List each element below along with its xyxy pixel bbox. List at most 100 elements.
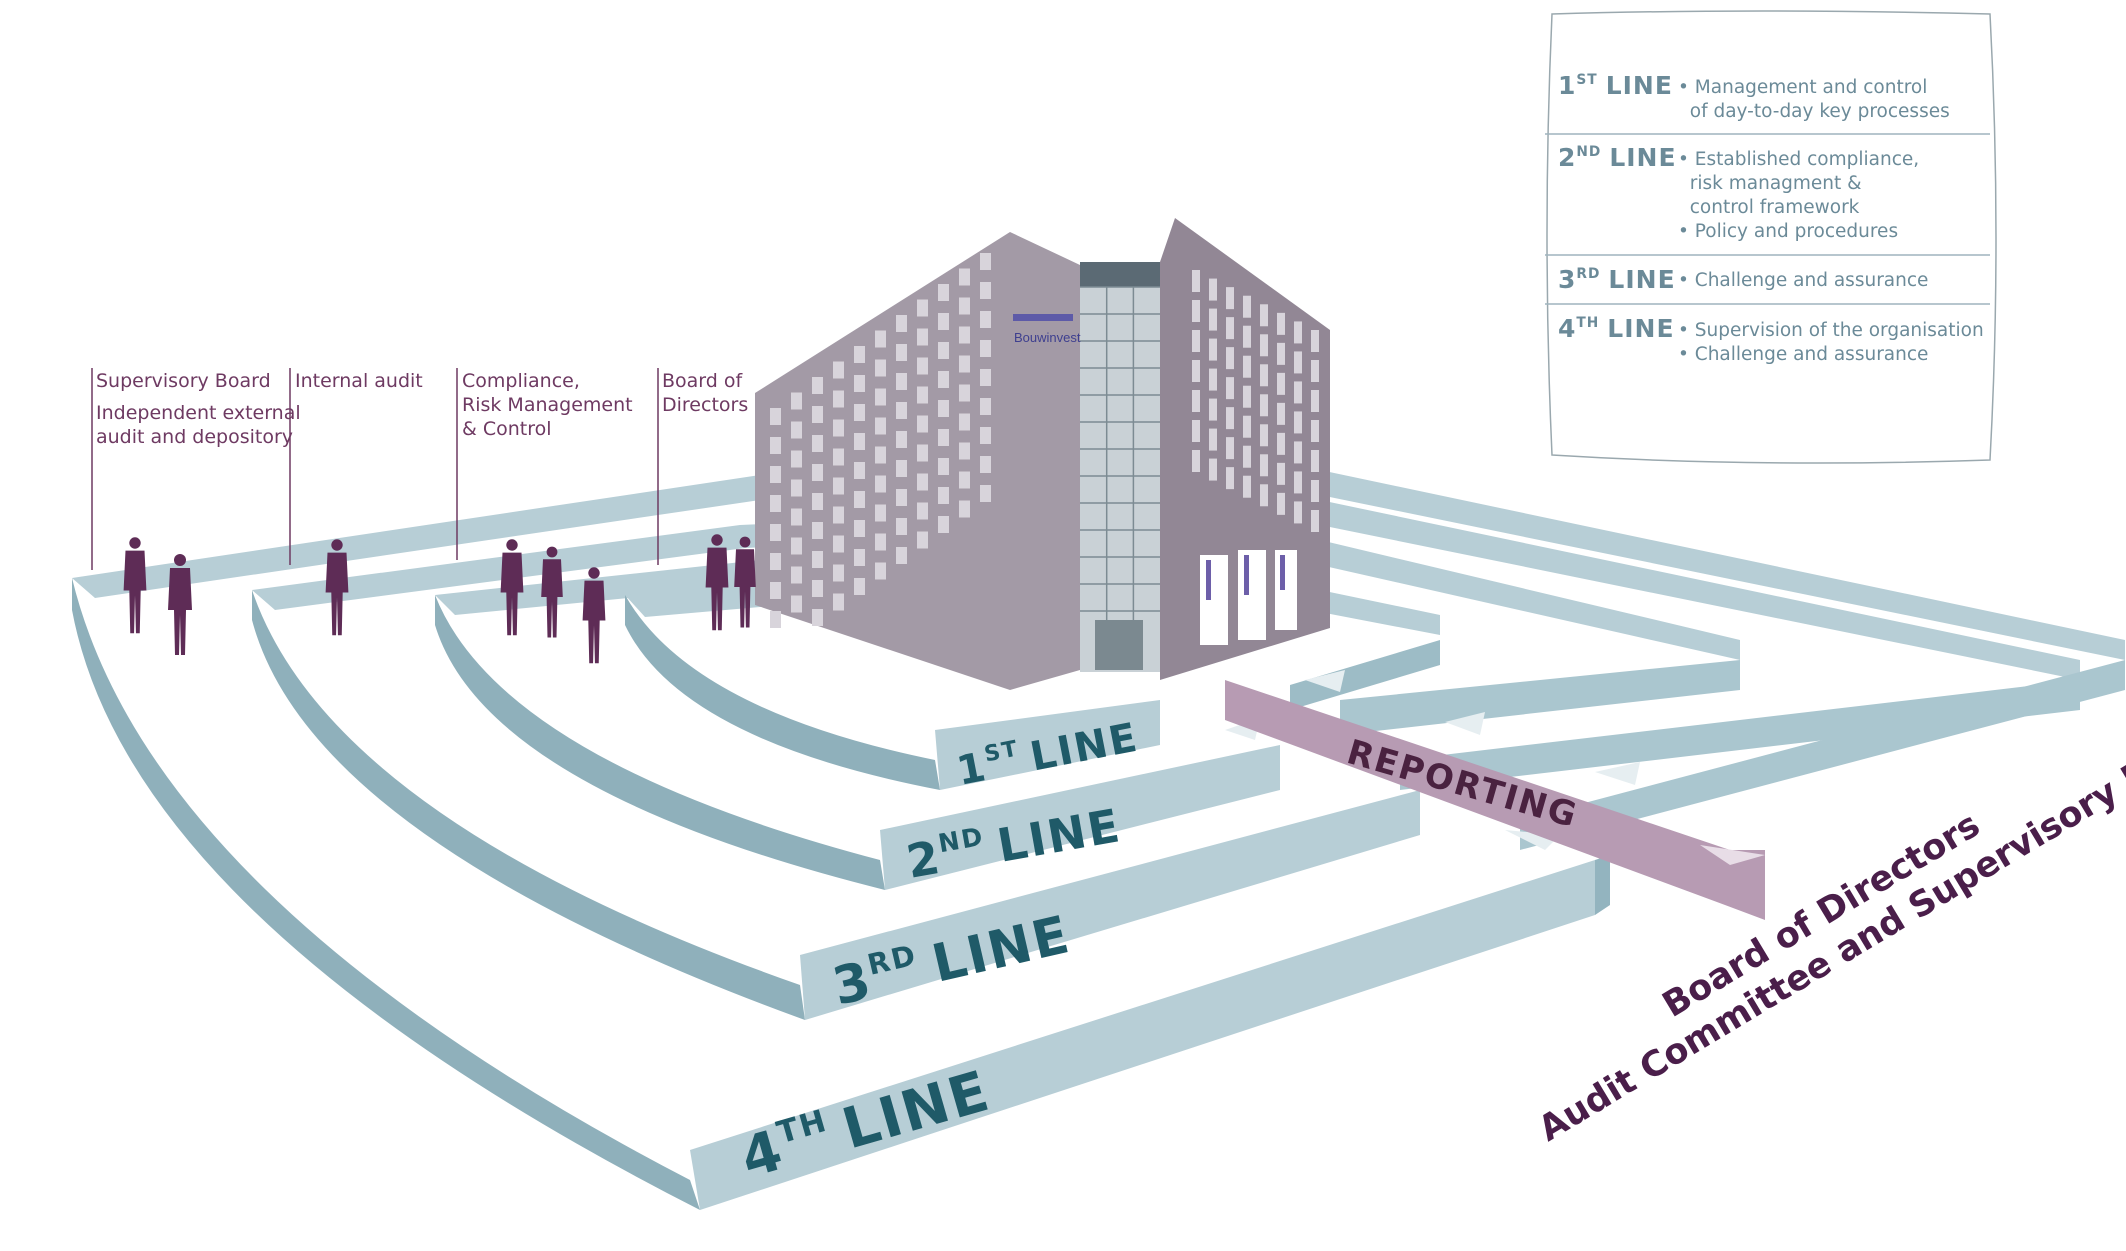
window <box>1209 338 1217 361</box>
window <box>917 473 928 491</box>
window <box>896 402 907 419</box>
stakeholder-labels: Supervisory Board Independent external a… <box>91 368 748 570</box>
window <box>917 502 928 520</box>
window <box>833 477 844 495</box>
window <box>1243 475 1251 498</box>
glass-tower-grid <box>1080 286 1160 620</box>
window <box>812 609 823 626</box>
window <box>770 408 781 425</box>
window <box>1311 510 1319 532</box>
person-silhouette <box>582 567 606 664</box>
label-board-of-directors: Board of Directors <box>662 370 748 416</box>
window <box>917 357 928 375</box>
window <box>1192 330 1200 352</box>
window <box>1192 360 1200 382</box>
window <box>938 400 949 417</box>
label-internal-audit: Internal audit <box>295 370 423 392</box>
window <box>1311 330 1319 352</box>
window <box>833 506 844 524</box>
window <box>980 427 991 444</box>
window <box>980 282 991 299</box>
window <box>980 456 991 473</box>
window <box>770 553 781 570</box>
window <box>959 326 970 344</box>
wall-2nd-line-bottom-face <box>880 745 1280 890</box>
window <box>1243 445 1251 468</box>
window <box>833 390 844 408</box>
legend-text-1st: • Management and control of day-to-day k… <box>1678 77 1950 122</box>
label-compliance: Compliance, Risk Management & Control <box>462 370 639 440</box>
window <box>938 342 949 359</box>
window <box>1311 360 1319 382</box>
window <box>1294 501 1302 524</box>
window <box>896 460 907 477</box>
window <box>1277 462 1285 485</box>
window <box>812 464 823 481</box>
window <box>980 340 991 357</box>
window <box>854 462 865 479</box>
legend-text-2nd: • Established compliance, risk managment… <box>1678 149 1919 242</box>
window <box>833 593 844 611</box>
window <box>959 471 970 489</box>
window <box>896 315 907 332</box>
window <box>896 489 907 506</box>
window <box>1243 355 1251 378</box>
window <box>1209 398 1217 421</box>
window <box>1192 450 1200 472</box>
window <box>1209 308 1217 331</box>
window <box>1294 471 1302 494</box>
window <box>875 446 886 464</box>
window <box>980 253 991 270</box>
window <box>1226 467 1234 490</box>
window <box>1294 321 1302 344</box>
windows-left-face <box>770 253 991 628</box>
window <box>1311 390 1319 412</box>
window <box>959 500 970 518</box>
window <box>791 537 802 555</box>
wall-3rd-line-top <box>252 500 2080 680</box>
window <box>896 373 907 390</box>
person-silhouette <box>123 537 147 634</box>
brand-sign: Bouwinvest <box>1014 330 1081 345</box>
window <box>854 346 865 363</box>
window <box>833 535 844 553</box>
window <box>917 415 928 433</box>
window <box>1192 390 1200 412</box>
person-silhouette <box>541 546 563 638</box>
label-supervisory-board: Supervisory Board <box>96 370 271 392</box>
window <box>917 444 928 462</box>
window <box>938 516 949 533</box>
window <box>791 392 802 410</box>
window <box>812 551 823 568</box>
windows-right-face <box>1192 270 1319 532</box>
window <box>1192 420 1200 442</box>
window <box>980 311 991 328</box>
wall-label-4th-line: 4THLINE <box>734 1058 998 1192</box>
window <box>1311 420 1319 442</box>
legend-text-4th: • Supervision of the organisation• Chall… <box>1678 320 1984 365</box>
bouwinvest-building: Bouwinvest <box>755 218 1330 690</box>
window <box>959 442 970 460</box>
window <box>1294 381 1302 404</box>
window <box>1209 368 1217 391</box>
window <box>959 297 970 315</box>
window <box>833 419 844 437</box>
window <box>770 495 781 512</box>
window <box>1226 377 1234 400</box>
window <box>917 299 928 317</box>
window <box>959 355 970 373</box>
window <box>854 549 865 566</box>
wall-1st-line-front <box>625 595 940 790</box>
window <box>980 485 991 502</box>
window <box>770 524 781 541</box>
wall-3rd-line-bottom-face <box>800 790 1420 1020</box>
window <box>1226 347 1234 370</box>
window <box>1243 295 1251 318</box>
window <box>854 404 865 421</box>
window <box>917 328 928 346</box>
window <box>875 475 886 493</box>
person-silhouette <box>705 534 729 631</box>
